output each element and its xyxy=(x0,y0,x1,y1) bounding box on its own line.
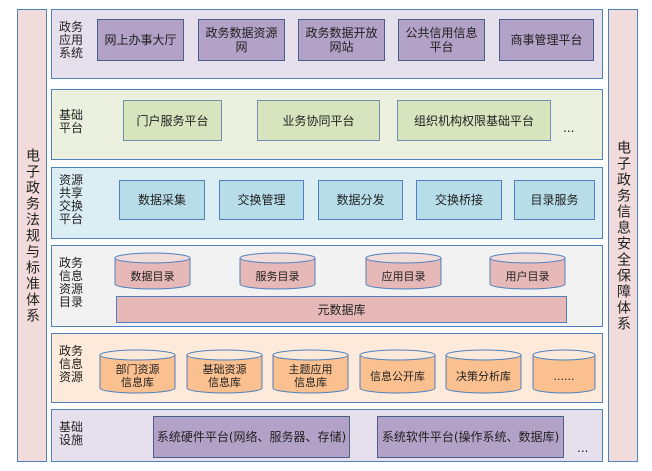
catalog-cylinder: 用户目录 xyxy=(489,252,566,290)
layer-base-platform: 基础 平台 门户服务平台 业务协同平台 组织机构权限基础平台 ... xyxy=(51,89,603,160)
security-pillar: 电子政务信息安全保障体系 xyxy=(608,9,638,462)
resource-cylinder: 信息公开库 xyxy=(359,349,436,394)
more-indicator: ... xyxy=(563,121,575,135)
layer-label: 基础 设施 xyxy=(59,420,84,447)
infra-box: 系统硬件平台(网络、服务器、存储) xyxy=(153,416,350,458)
catalog-cylinder: 应用目录 xyxy=(365,252,442,290)
legal-standards-pillar: 电子政务法规与标准体系 xyxy=(17,9,47,462)
more-indicator: ... xyxy=(577,441,589,455)
layer-label: 政务 信息 资源 xyxy=(59,344,84,384)
layer-label: 基础 平台 xyxy=(59,108,84,135)
infra-box: 系统软件平台(操作系统、数据库) xyxy=(377,416,564,458)
exchange-box: 交换桥接 xyxy=(416,180,502,220)
app-box: 政务数据开放 网站 xyxy=(298,19,385,61)
resource-cylinder: 基础资源 信息库 xyxy=(186,349,263,394)
exchange-box: 交换管理 xyxy=(219,180,304,220)
layer-info-resources: 政务 信息 资源 部门资源 信息库 基础资源 信息库 主题应用 信息库 信息公开… xyxy=(51,333,603,403)
catalog-cylinder: 数据目录 xyxy=(114,252,191,290)
security-label: 电子政务信息安全保障体系 xyxy=(615,139,631,332)
layer-resource-catalog: 政务 信息 资源 目录 数据目录 服务目录 应用目录 用户目录 元数据库 xyxy=(51,245,603,327)
resource-cylinder: 决策分析库 xyxy=(445,349,522,394)
layer-label: 政务 应用 系统 xyxy=(59,20,84,60)
app-box: 商事管理平台 xyxy=(499,19,594,61)
legal-standards-label: 电子政务法规与标准体系 xyxy=(24,147,40,324)
exchange-box: 数据采集 xyxy=(119,180,205,220)
app-box: 公共信用信息 平台 xyxy=(398,19,485,61)
resource-cylinder: 主题应用 信息库 xyxy=(272,349,349,394)
layer-app-systems: 政务 应用 系统 网上办事大厅 政务数据资源 网 政务数据开放 网站 公共信用信… xyxy=(51,9,603,79)
exchange-box: 目录服务 xyxy=(514,180,595,220)
exchange-box: 数据分发 xyxy=(318,180,403,220)
platform-box: 业务协同平台 xyxy=(257,100,380,141)
resource-cylinder: 部门资源 信息库 xyxy=(99,349,176,394)
layer-label: 资源 共享 交换 平台 xyxy=(59,173,84,226)
app-box: 网上办事大厅 xyxy=(97,19,184,61)
catalog-cylinder: 服务目录 xyxy=(239,252,316,290)
layer-label: 政务 信息 资源 目录 xyxy=(59,256,84,309)
layer-infrastructure: 基础 设施 系统硬件平台(网络、服务器、存储) 系统软件平台(操作系统、数据库)… xyxy=(51,409,603,462)
layer-exchange-platform: 资源 共享 交换 平台 数据采集 交换管理 数据分发 交换桥接 目录服务 xyxy=(51,167,603,239)
app-box: 政务数据资源 网 xyxy=(198,19,285,61)
platform-box: 组织机构权限基础平台 xyxy=(397,100,551,141)
metadata-bar: 元数据库 xyxy=(116,296,567,323)
platform-box: 门户服务平台 xyxy=(123,100,222,141)
resource-cylinder: ...... xyxy=(532,349,596,394)
